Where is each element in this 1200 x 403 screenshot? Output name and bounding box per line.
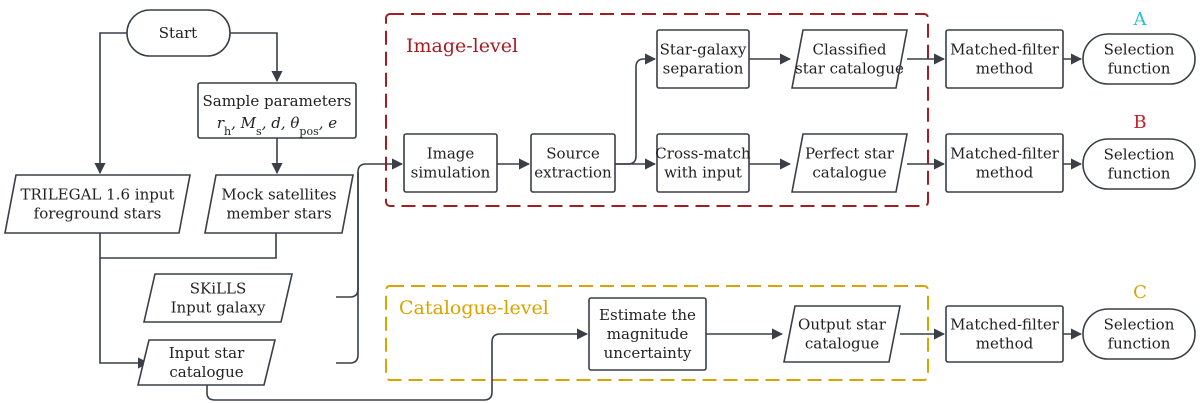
- edge-start-to-sample-params: [230, 32, 283, 83]
- edge-mock-to-input-star: [100, 233, 277, 259]
- node-cross-match-shape: [656, 133, 750, 193]
- node-selection-function-a-label-line: function: [1108, 60, 1171, 78]
- edge-input-star-to-estimate: [206, 328, 589, 401]
- path-label-c: C: [1133, 282, 1147, 303]
- node-skills-shape: [142, 273, 294, 323]
- node-input-star-catalogue-label-line: Input star: [169, 344, 245, 362]
- node-star-galaxy-separation-label-line: separation: [663, 60, 744, 78]
- node-selection-function-c-shape: [1082, 308, 1196, 360]
- node-input-star-catalogue-shape: [136, 339, 277, 386]
- node-source-extraction-shape: [530, 133, 616, 193]
- node-selection-function-a-shape: [1082, 33, 1196, 85]
- node-matched-filter-c-shape: [945, 305, 1064, 363]
- edge-start-to-trilegal: [94, 32, 127, 175]
- node-matched-filter-a-label-line: Matched-filter: [950, 41, 1060, 59]
- node-perfect-star-catalogue-label-line: Perfect star: [805, 145, 895, 163]
- node-skills-label-line: SKiLLS: [190, 280, 246, 298]
- node-start: Start: [126, 9, 231, 57]
- node-selection-function-c-label-line: function: [1108, 335, 1171, 353]
- node-selection-function-a-label-line: Selection: [1104, 41, 1175, 59]
- node-mock-satellites-label-line: Mock satellites: [221, 186, 336, 204]
- node-selection-function-b-label-line: Selection: [1104, 146, 1175, 164]
- edge-source-ext-to-star-galaxy: [615, 53, 657, 165]
- node-matched-filter-a-shape: [945, 29, 1064, 89]
- catalogue-level-label: Catalogue-level: [399, 297, 549, 319]
- node-sample-parameters: Sample parameters rh, Ms, d, θpos, e: [197, 82, 357, 139]
- node-matched-filter-b-shape: [945, 133, 1064, 193]
- node-cross-match-label-line: Cross-match: [655, 145, 751, 163]
- edges: [94, 32, 1083, 401]
- node-matched-filter-b-label-line: Matched-filter: [950, 145, 1060, 163]
- node-image-simulation-label-line: simulation: [411, 164, 491, 182]
- node-matched-filter-a-label-line: method: [976, 60, 1034, 78]
- node-image-simulation-label-line: Image: [427, 145, 475, 163]
- node-perfect-star-catalogue-shape: [791, 133, 908, 193]
- node-mock-satellites-label-line: member stars: [226, 205, 331, 223]
- node-trilegal-label-line: foreground stars: [34, 205, 162, 223]
- node-selection-function-b-label-line: function: [1108, 165, 1171, 183]
- node-star-galaxy-separation-label-line: Star-galaxy: [660, 41, 747, 59]
- image-level-label: Image-level: [406, 35, 518, 57]
- path-label-a: A: [1133, 9, 1148, 30]
- node-image-simulation-shape: [403, 133, 498, 193]
- node-estimate-uncertainty-shape: [588, 297, 707, 371]
- node-estimate-uncertainty-label-line: uncertainty: [604, 344, 692, 362]
- node-matched-filter-c-label-line: Matched-filter: [950, 316, 1060, 334]
- edge-input-star-to-image-sim: [336, 172, 359, 364]
- image-level-group-box: [385, 13, 929, 207]
- node-classified-star-catalogue-label-line: Classified: [813, 41, 887, 59]
- node-perfect-star-catalogue-label-line: catalogue: [812, 164, 886, 182]
- node-input-star-catalogue-label-line: catalogue: [169, 363, 243, 381]
- sample-parameters-title: Sample parameters: [202, 92, 351, 110]
- node-estimate-uncertainty-label-line: Estimate the: [599, 306, 696, 324]
- node-classified-star-catalogue-shape: [791, 29, 908, 89]
- node-estimate-uncertainty-label-line: magnitude: [607, 325, 689, 343]
- node-source-extraction-label-line: Source: [546, 145, 600, 163]
- node-classified-star-catalogue-label-line: star catalogue: [795, 60, 904, 78]
- node-star-galaxy-separation-shape: [656, 29, 750, 89]
- node-matched-filter-b-label-line: method: [976, 164, 1034, 182]
- node-selection-function-b-shape: [1082, 138, 1196, 190]
- node-output-star-catalogue-label-line: Output star: [798, 316, 887, 334]
- node-mock-satellites-shape: [204, 174, 354, 234]
- node-skills-label-line: Input galaxy: [171, 299, 266, 317]
- node-cross-match-label-line: with input: [664, 164, 742, 182]
- node-trilegal-shape: [4, 174, 191, 234]
- node-output-star-catalogue-shape: [783, 305, 901, 363]
- node-output-star-catalogue-label-line: catalogue: [805, 335, 879, 353]
- node-trilegal-label-line: TRILEGAL 1.6 input: [20, 186, 174, 204]
- sample-parameters-list: rh, Ms, d, θpos, e: [217, 114, 337, 138]
- edge-trilegal-to-input-star: [99, 233, 150, 369]
- node-start-label: Start: [159, 24, 197, 42]
- node-matched-filter-c-label-line: method: [976, 335, 1034, 353]
- path-label-b: B: [1133, 112, 1146, 133]
- node-source-extraction-label-line: extraction: [534, 164, 612, 182]
- node-selection-function-c-label-line: Selection: [1104, 316, 1175, 334]
